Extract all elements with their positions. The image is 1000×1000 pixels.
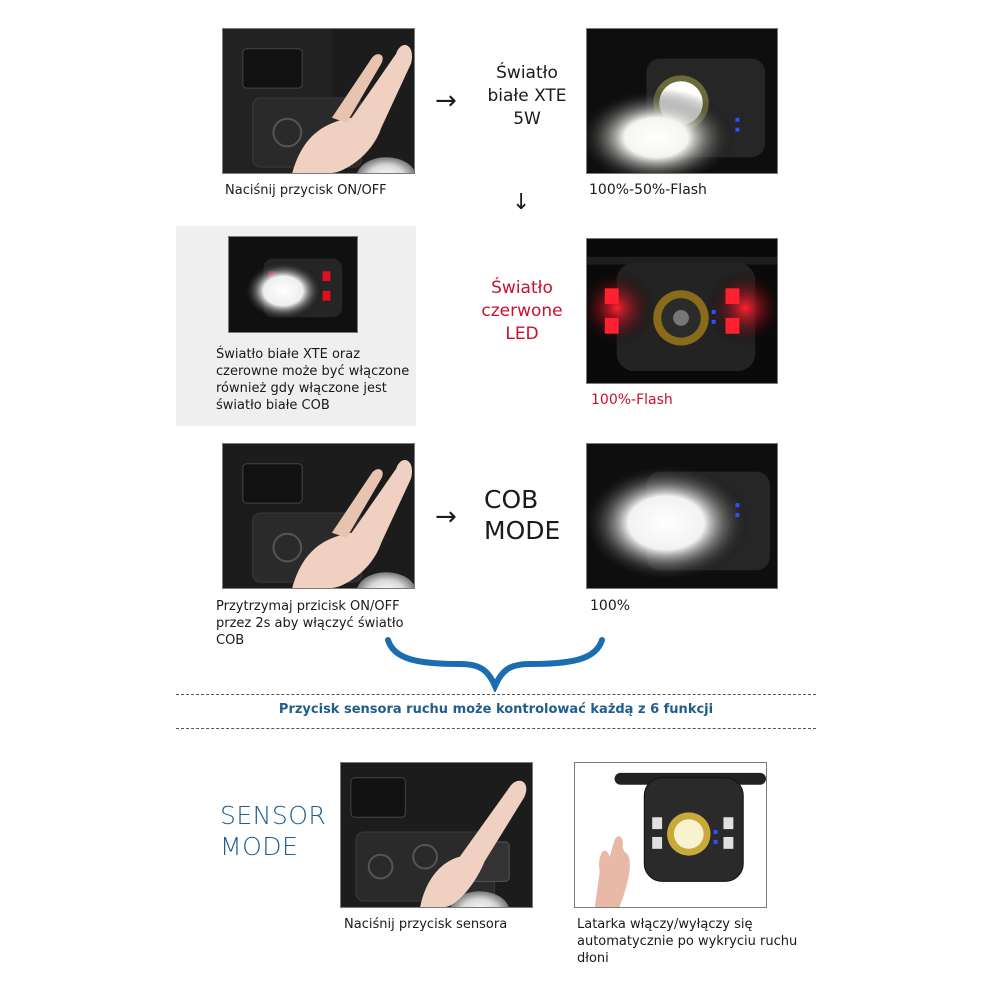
divider-bottom <box>176 728 816 729</box>
photo-red-led-light <box>586 238 778 384</box>
photo-hold-on-off-button <box>222 443 415 589</box>
hold-on-off-caption: Przytrzymaj przicisk ON/OFF przez 2s aby… <box>216 599 404 648</box>
brace-icon <box>385 637 605 692</box>
sensor-banner: Przycisk sensora ruchu może kontrolować … <box>278 702 714 717</box>
photo-press-on-off-button <box>222 28 415 174</box>
right-arrow-icon: → <box>435 502 457 532</box>
cob-mode-label: COB MODE <box>484 485 561 545</box>
photo-press-sensor-button <box>340 762 533 908</box>
press-on-off-caption: Naciśnij przycisk ON/OFF <box>225 183 387 198</box>
xte-white-light-label: Światło białe XTE 5W <box>487 63 567 129</box>
combination-caption: Światło białe XTE oraz czerowne może być… <box>216 347 410 413</box>
divider-top <box>176 694 816 695</box>
down-arrow-icon: ↓ <box>512 190 531 215</box>
cob-modes-caption: 100% <box>590 598 631 614</box>
photo-motion-sensor <box>574 762 767 908</box>
xte-modes-caption: 100%-50%-Flash <box>589 182 707 198</box>
photo-cob-light <box>586 443 778 589</box>
press-sensor-caption: Naciśnij przycisk sensora <box>344 917 508 932</box>
right-arrow-icon: → <box>435 86 457 116</box>
red-led-label: Światło czerwone LED <box>481 278 563 344</box>
motion-sensor-caption: Latarka włączy/wyłączy się automatycznie… <box>577 917 798 966</box>
photo-xte-white-light <box>586 28 778 174</box>
sensor-mode-label: SENSOR MODE <box>220 801 327 861</box>
photo-xte-red-combo <box>228 236 358 333</box>
red-led-modes-caption: 100%-Flash <box>591 392 673 408</box>
